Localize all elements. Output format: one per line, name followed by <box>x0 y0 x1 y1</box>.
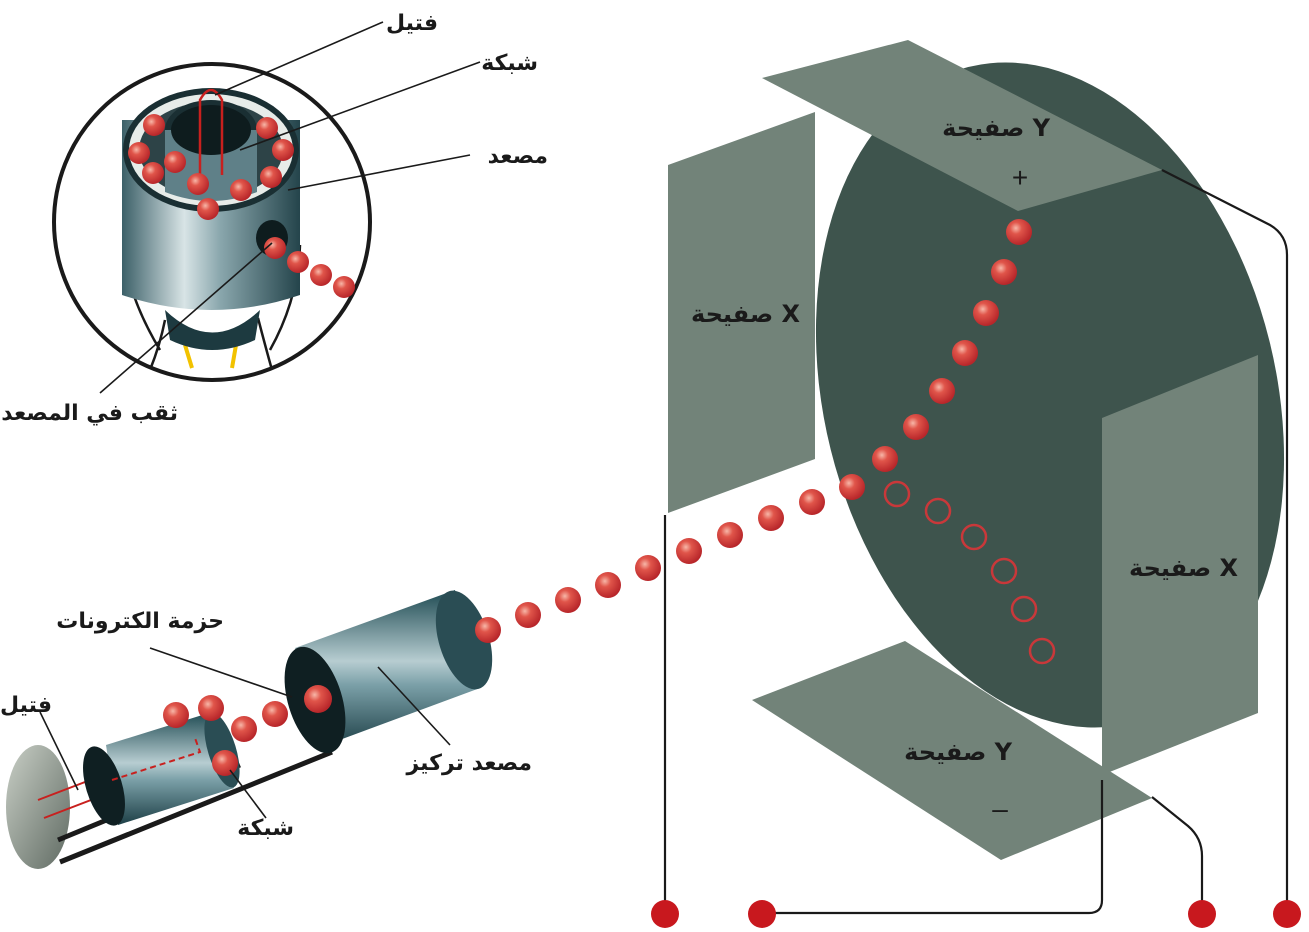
cathode-base-disc <box>6 745 70 869</box>
leader-grid-top <box>239 61 481 151</box>
plus-sign: + <box>1012 162 1028 193</box>
label-electron-beam: حزمة الكترونات <box>56 609 224 634</box>
label-plate-y-top: صفيحة Y <box>942 114 1050 142</box>
terminal-3 <box>1188 900 1216 928</box>
electron-beam <box>163 219 1032 776</box>
plate-y-top <box>762 40 1162 211</box>
label-focusing-anode: مصعد تركيز <box>406 751 533 776</box>
label-anode-top: مصعد <box>488 144 548 169</box>
undeflected-path <box>883 480 1056 665</box>
terminal-1 <box>651 900 679 928</box>
label-anode-hole: ثقب في المصعد <box>1 401 178 426</box>
grid-opening <box>83 746 125 826</box>
grid-cylinder <box>106 712 234 825</box>
plate-x-left <box>668 112 815 513</box>
leader-anode-top <box>287 154 471 191</box>
leader-filament-bottom <box>39 711 79 791</box>
leader-anode-hole <box>99 242 273 394</box>
label-plate-x-left: صفيحة X <box>691 300 800 328</box>
label-filament-bottom: فتيل <box>0 693 52 718</box>
minus-sign: – <box>992 793 1008 824</box>
terminal-2 <box>748 900 776 928</box>
wire-y-bottom <box>762 780 1104 915</box>
label-filament-top: فتيل <box>386 11 438 36</box>
label-plate-y-bottom: صفيحة Y <box>904 738 1012 766</box>
leader-grid-bottom <box>229 769 267 819</box>
wire-x-right <box>1151 796 1204 905</box>
electron-gun-inset <box>52 62 372 382</box>
label-grid-bottom: شبكة <box>237 816 294 841</box>
leader-beam <box>149 647 293 698</box>
leader-focusing <box>377 666 451 746</box>
terminal-4 <box>1273 900 1301 928</box>
label-plate-x-right: صفيحة X <box>1129 554 1238 582</box>
leader-filament-top <box>214 21 384 96</box>
label-grid-top: شبكة <box>481 51 538 76</box>
plate-x-right <box>1102 355 1258 775</box>
plate-y-bottom <box>752 641 1152 860</box>
wire-y-top <box>1161 169 1289 905</box>
